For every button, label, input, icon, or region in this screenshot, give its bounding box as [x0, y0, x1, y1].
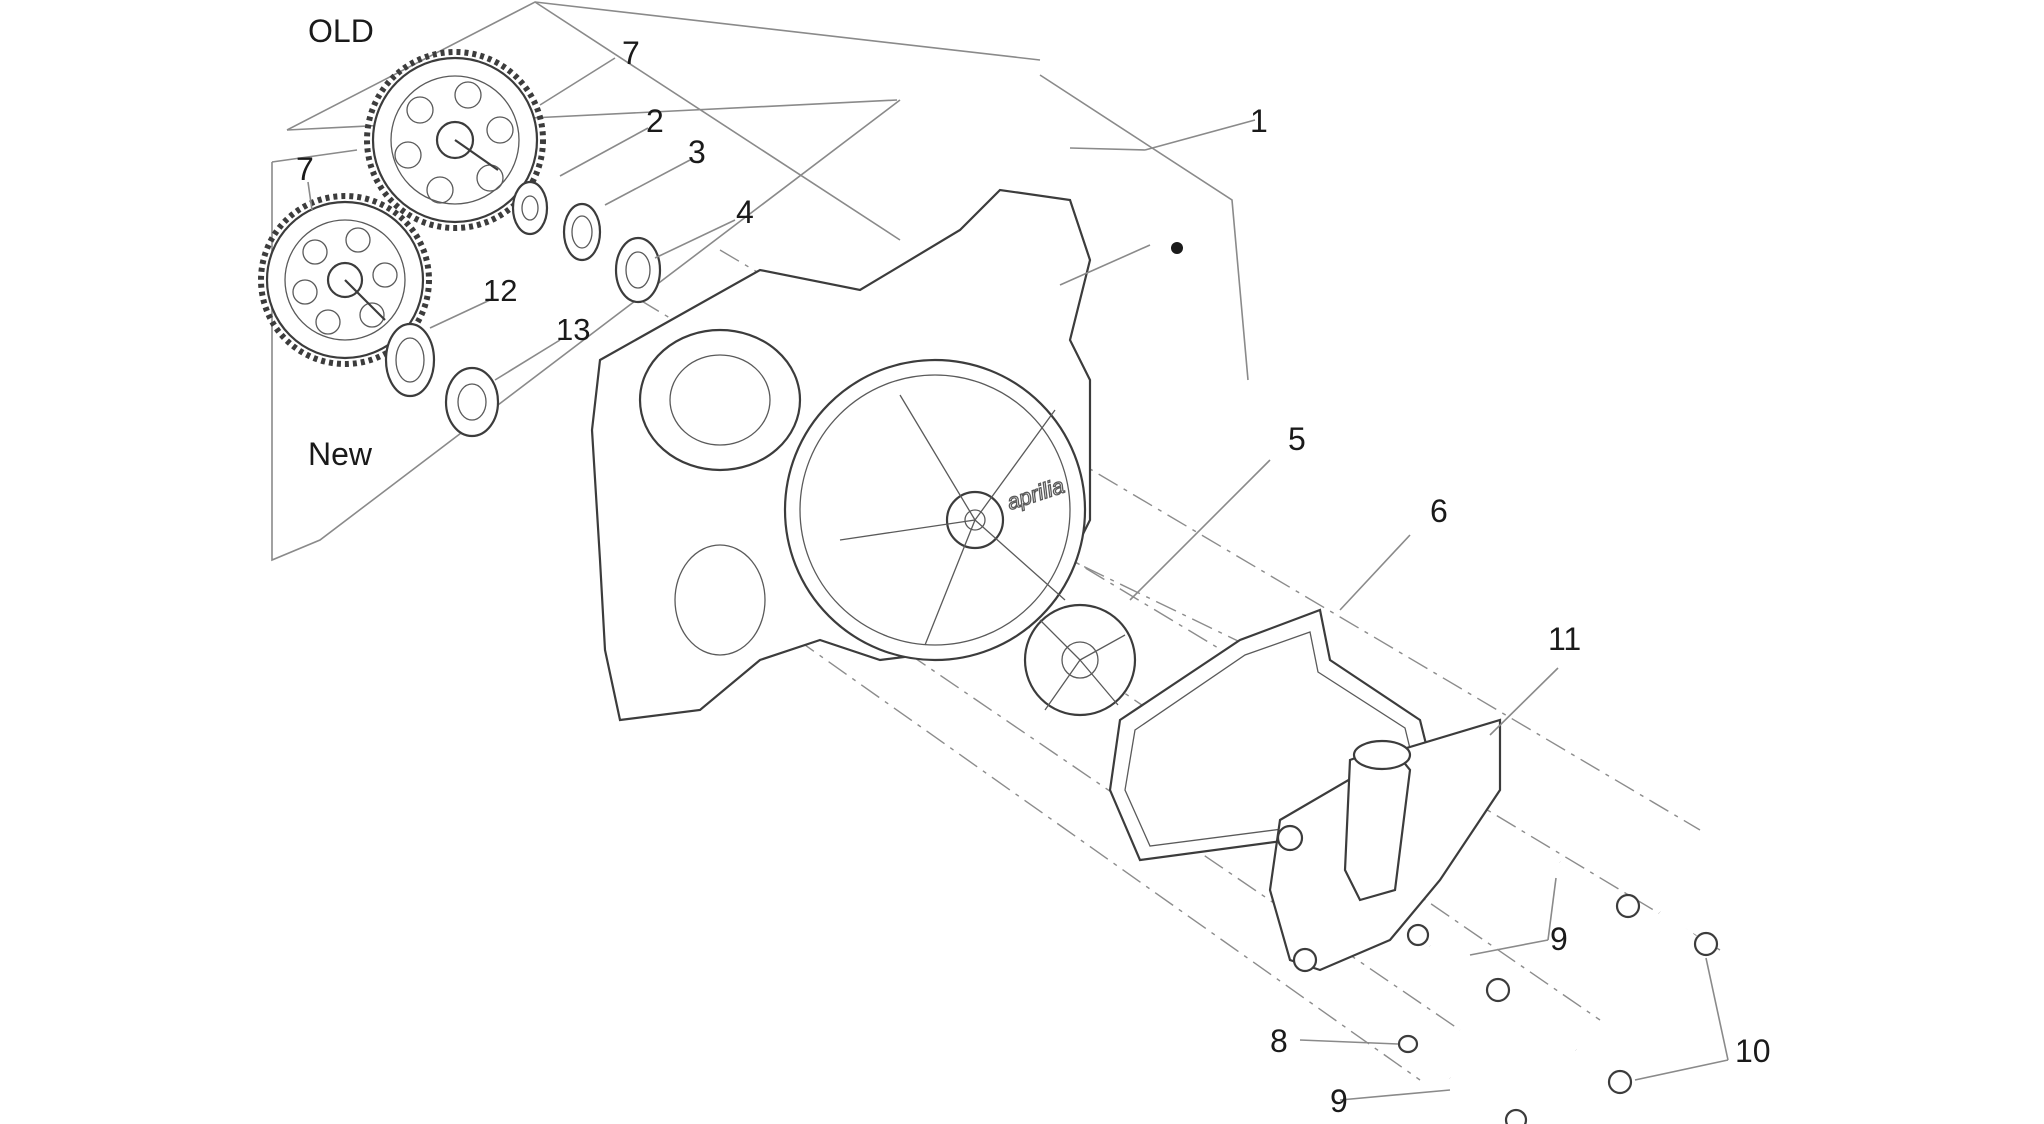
- label-part-4: 4: [736, 194, 754, 230]
- label-part-10: 10: [1735, 1033, 1771, 1069]
- label-part-1: 1: [1250, 103, 1268, 139]
- label-old: OLD: [308, 13, 374, 49]
- label-part-7-old: 7: [622, 35, 640, 71]
- seal-washers: [384, 180, 662, 438]
- reference-dot: [1171, 242, 1183, 254]
- label-part-6: 6: [1430, 493, 1448, 529]
- label-part-2: 2: [646, 103, 664, 139]
- pump-cover: [1268, 718, 1502, 973]
- label-part-5: 5: [1288, 421, 1306, 457]
- label-part-11: 11: [1548, 621, 1581, 657]
- bolts: [1397, 859, 1719, 1124]
- label-part-3: 3: [688, 134, 706, 170]
- callout-labels: OLD New 1 2 3 4 5 6 7 7 8 9 9 10 11 12 1…: [296, 13, 1771, 1119]
- gear-old: [364, 49, 546, 231]
- label-part-7-new: 7: [296, 151, 314, 187]
- gear-new: [258, 193, 432, 367]
- label-part-9-upper: 9: [1550, 921, 1568, 957]
- label-new: New: [308, 436, 373, 472]
- crankcase-cover: aprilia: [590, 188, 1092, 722]
- label-part-12: 12: [483, 273, 517, 308]
- label-part-13: 13: [556, 312, 590, 347]
- impeller: [1023, 603, 1137, 717]
- leader-lines: [307, 57, 1729, 1101]
- label-part-8: 8: [1270, 1023, 1288, 1059]
- label-part-9-lower: 9: [1330, 1083, 1348, 1119]
